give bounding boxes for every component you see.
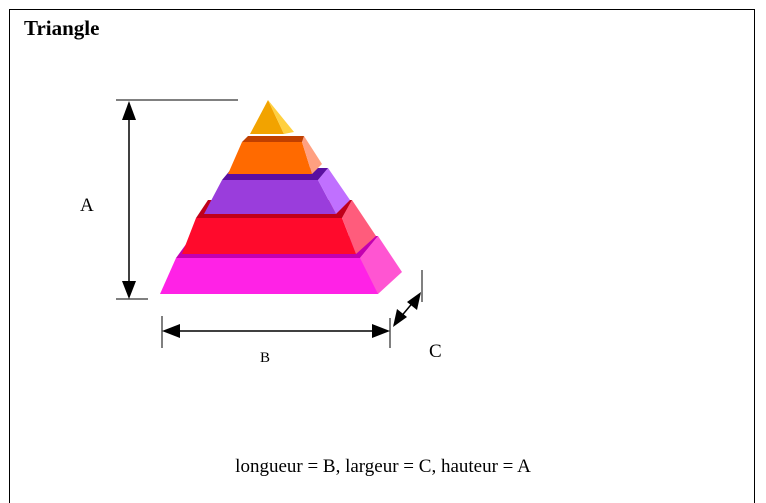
- dimension-caption: longueur = B, largeur = C, hauteur = A: [235, 456, 531, 477]
- pyramid-tier-top: [250, 100, 294, 134]
- height-label: A: [80, 195, 94, 216]
- frame-right-edge: [754, 9, 755, 503]
- width-dimension: [393, 270, 423, 327]
- length-dimension: [161, 316, 391, 348]
- length-label: B: [260, 350, 270, 366]
- pyramid-tier-2: [228, 136, 322, 174]
- width-label: C: [429, 341, 442, 362]
- height-dimension: [116, 99, 238, 300]
- diagram-title: Triangle: [24, 16, 100, 40]
- pyramid-tier-3: [204, 168, 350, 214]
